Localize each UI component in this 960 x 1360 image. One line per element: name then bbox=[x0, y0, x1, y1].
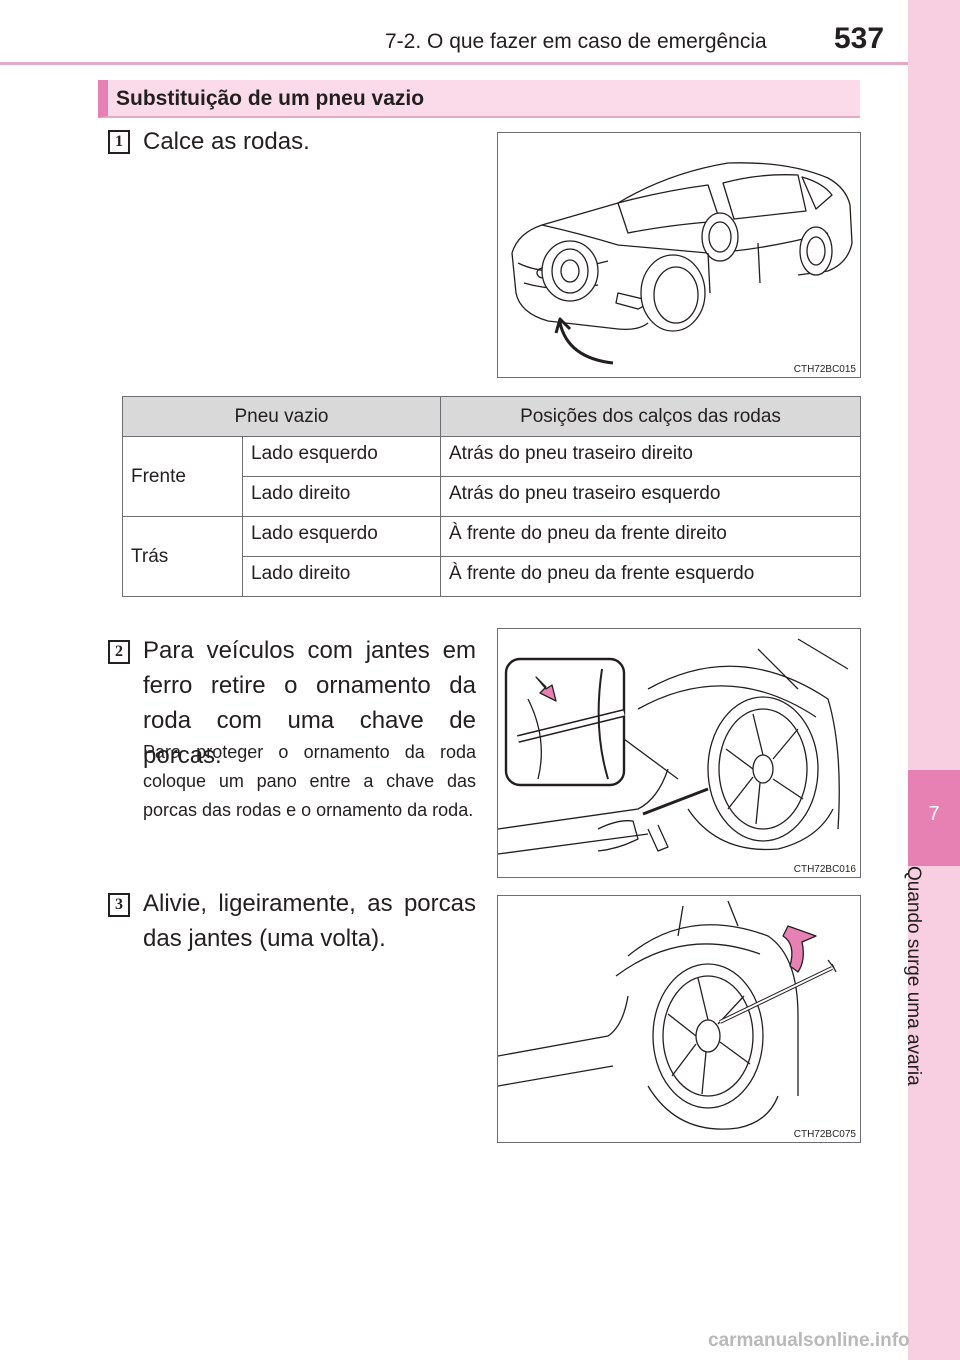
table-header-chock-position: Posições dos calços das rodas bbox=[440, 396, 861, 437]
page-number: 537 bbox=[834, 22, 885, 55]
wheel-nut-illustration bbox=[498, 900, 837, 1130]
table-cell-side: Lado esquerdo bbox=[242, 516, 441, 557]
figure-code-1: CTH72BC015 bbox=[793, 364, 856, 375]
step-3-text: Alivie, ligeiramente, as porcas das jant… bbox=[143, 890, 476, 952]
table-cell-position: Atrás do pneu traseiro direito bbox=[440, 436, 861, 477]
figure-code-2: CTH72BC016 bbox=[793, 864, 856, 875]
table-cell-position: À frente do pneu da frente esquerdo bbox=[440, 556, 861, 597]
table-header-flat-tire: Pneu vazio bbox=[122, 396, 441, 437]
table-cell-position: Atrás do pneu traseiro esquerdo bbox=[440, 476, 861, 517]
figure-code-3: CTH72BC075 bbox=[793, 1129, 856, 1140]
step-1-text: Calce as rodas. bbox=[143, 128, 310, 155]
chapter-number: 7 bbox=[928, 803, 940, 825]
chapter-label: Quando surge uma avaria bbox=[903, 866, 952, 1156]
figure-loosen-wheel-nuts: CTH72BC075 bbox=[497, 895, 861, 1143]
section-heading: Substituição de um pneu vazio bbox=[116, 87, 425, 110]
section-heading-bar bbox=[98, 80, 860, 118]
table-cell-side: Lado direito bbox=[242, 476, 441, 517]
car-illustration bbox=[511, 162, 853, 365]
watermark: carmanualsonline.info bbox=[708, 1330, 910, 1351]
step-1-number: 1 bbox=[108, 130, 130, 154]
table-cell-side: Lado esquerdo bbox=[242, 436, 441, 477]
chapter-number-box bbox=[908, 770, 960, 866]
step-2-text: Para veículos com jantes em ferro retire… bbox=[143, 637, 476, 769]
wheel-chock-table: Pneu vazio Posições dos calços das rodas… bbox=[122, 396, 861, 597]
figure-car-wheel-chocks: CTH72BC015 bbox=[497, 132, 861, 378]
step-2-number: 2 bbox=[108, 640, 130, 664]
chapter-side-tab bbox=[908, 0, 960, 1360]
step-2-note: Para proteger o ornamento da roda coloqu… bbox=[143, 742, 476, 820]
table-group-rear: Trás bbox=[122, 516, 243, 597]
chapter-label-text: Quando surge uma avaria bbox=[903, 866, 924, 1086]
table-cell-position: À frente do pneu da frente direito bbox=[440, 516, 861, 557]
table-header-row: Pneu vazio Posições dos calços das rodas bbox=[122, 396, 861, 437]
figure-remove-wheel-ornament: CTH72BC016 bbox=[497, 628, 861, 878]
table-group-front: Frente bbox=[122, 436, 243, 517]
table-cell-side: Lado direito bbox=[242, 556, 441, 597]
header-section-title: 7-2. O que fazer em caso de emergência bbox=[385, 30, 767, 53]
table-row: Frente Lado esquerdo Atrás do pneu trase… bbox=[122, 436, 861, 517]
header-divider bbox=[0, 62, 908, 65]
wheel-ornament-illustration bbox=[498, 638, 849, 855]
table-row: Trás Lado esquerdo À frente do pneu da f… bbox=[122, 516, 861, 597]
step-3-number: 3 bbox=[108, 893, 130, 917]
table-row: Lado direito À frente do pneu da frente … bbox=[123, 556, 861, 597]
